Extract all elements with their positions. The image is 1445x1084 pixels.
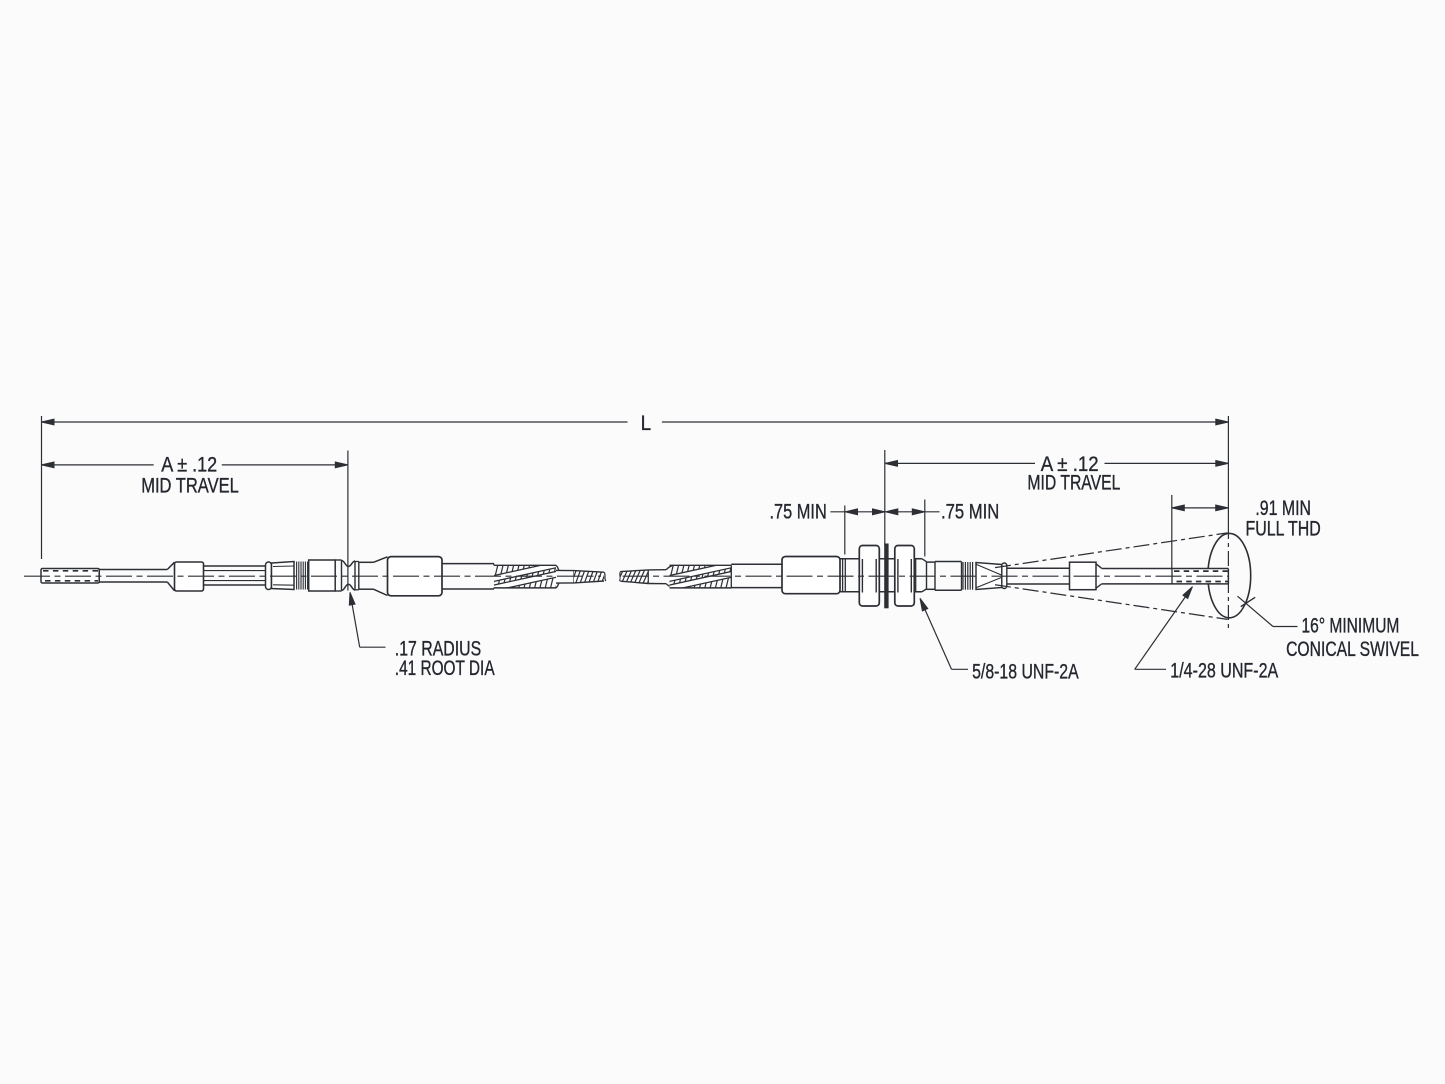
svg-text:1/4-28 UNF-2A: 1/4-28 UNF-2A [1170,660,1278,683]
svg-text:A ± .12: A ± .12 [1041,453,1099,476]
svg-text:CONICAL SWIVEL: CONICAL SWIVEL [1286,638,1419,661]
svg-text:.91 MIN: .91 MIN [1255,497,1311,520]
svg-text:5/8-18 UNF-2A: 5/8-18 UNF-2A [972,660,1079,683]
svg-text:.75 MIN: .75 MIN [941,501,999,524]
svg-text:L: L [641,412,652,435]
svg-text:.41 ROOT DIA: .41 ROOT DIA [395,657,495,680]
svg-text:.75 MIN: .75 MIN [770,501,827,524]
svg-text:MID TRAVEL: MID TRAVEL [141,474,239,497]
svg-text:16° MINIMUM: 16° MINIMUM [1302,614,1400,637]
svg-text:MID TRAVEL: MID TRAVEL [1027,471,1120,494]
svg-text:A ± .12: A ± .12 [161,453,217,476]
svg-text:FULL THD: FULL THD [1246,517,1321,540]
svg-text:.17 RADIUS: .17 RADIUS [395,638,481,661]
